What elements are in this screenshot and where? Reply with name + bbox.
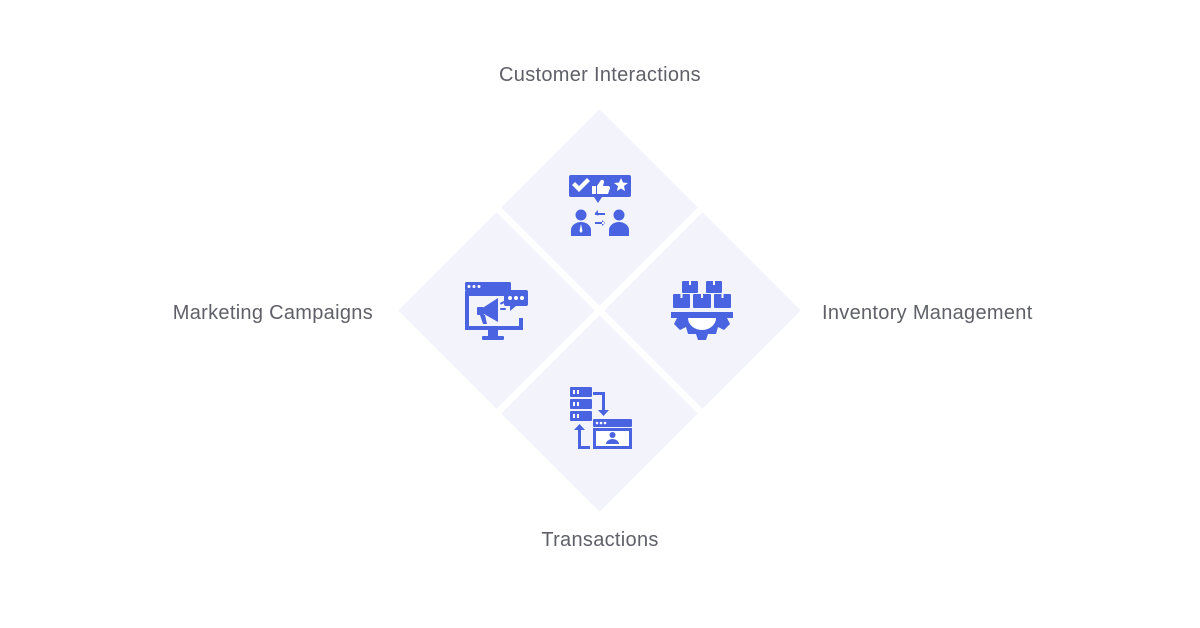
inventory-gear-icon	[670, 280, 734, 344]
label-inventory-management: Inventory Management	[822, 302, 1033, 324]
label-transactions: Transactions	[541, 529, 659, 551]
label-customer-interactions: Customer Interactions	[499, 64, 701, 86]
customer-interaction-icon	[568, 172, 632, 236]
label-marketing-campaigns: Marketing Campaigns	[172, 302, 373, 324]
transaction-transfer-icon	[569, 386, 633, 450]
marketing-campaign-icon	[464, 280, 528, 344]
